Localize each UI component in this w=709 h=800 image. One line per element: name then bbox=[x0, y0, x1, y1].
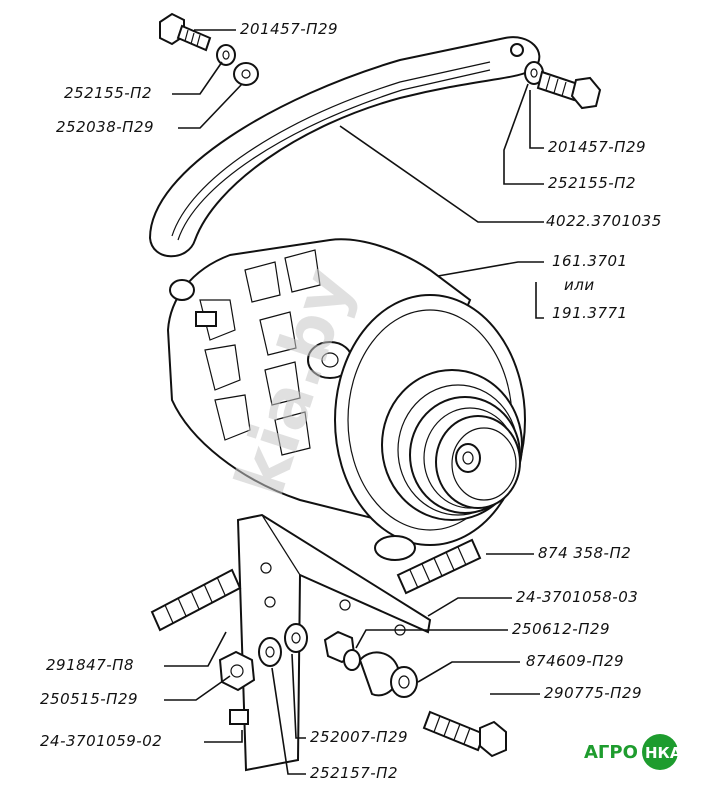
label-bolt-top-right: 201457-П29 bbox=[548, 138, 646, 156]
stud-874358 bbox=[396, 538, 482, 595]
bolt-290775 bbox=[422, 710, 507, 758]
label-bracket-bottom: 24-3701059-02 bbox=[40, 732, 162, 750]
alternator bbox=[166, 238, 526, 561]
part-labels: 201457-П29 252155-П2 252038-П29 201457-П… bbox=[40, 20, 662, 782]
bolt-top-right bbox=[536, 70, 602, 110]
label-washer-bottom-1: 252007-П29 bbox=[310, 728, 408, 746]
washer-252155-top-left bbox=[216, 44, 236, 66]
washer-252038-top-left bbox=[233, 62, 259, 86]
nut-250515 bbox=[218, 650, 256, 692]
label-washer-top-left-1: 252155-П2 bbox=[64, 84, 152, 102]
label-bracket: 24-3701058-03 bbox=[516, 588, 638, 606]
label-nut-left: 250515-П29 bbox=[40, 690, 138, 708]
mounting-bracket bbox=[229, 513, 432, 772]
label-strap: 4022.3701035 bbox=[546, 212, 662, 230]
label-stud-right: 874 358-П2 bbox=[538, 544, 631, 562]
washer-252155-top-right bbox=[524, 61, 544, 85]
label-alternator-1: 161.3701 bbox=[552, 252, 628, 270]
washer-252007 bbox=[284, 623, 308, 653]
adjusting-strap bbox=[148, 36, 541, 258]
label-nut-right: 250612-П29 bbox=[512, 620, 610, 638]
washer-874609 bbox=[358, 651, 418, 698]
label-bolt-top-left: 201457-П29 bbox=[240, 20, 338, 38]
label-alternator-2: 191.3771 bbox=[552, 304, 628, 322]
label-washer-top-left-2: 252038-П29 bbox=[56, 118, 154, 136]
logo-text-right: НКА bbox=[645, 744, 682, 762]
logo: АГРО НКА bbox=[584, 734, 682, 770]
label-washer-top-right: 252155-П2 bbox=[548, 174, 636, 192]
logo-text-left: АГРО bbox=[584, 742, 638, 763]
bolt-top-left bbox=[159, 12, 212, 52]
washer-252157 bbox=[258, 637, 282, 667]
nut-250612 bbox=[323, 630, 361, 671]
label-stud-left: 291847-П8 bbox=[46, 656, 134, 674]
leader-lines bbox=[164, 29, 544, 775]
label-washer-bottom-2: 252157-П2 bbox=[310, 764, 398, 782]
stud-291847 bbox=[150, 568, 242, 632]
label-alternator-or: или bbox=[564, 276, 595, 294]
label-bolt-bottom-right: 290775-П29 bbox=[544, 684, 642, 702]
label-washer-right: 874609-П29 bbox=[526, 652, 624, 670]
logo-badge bbox=[642, 734, 678, 770]
